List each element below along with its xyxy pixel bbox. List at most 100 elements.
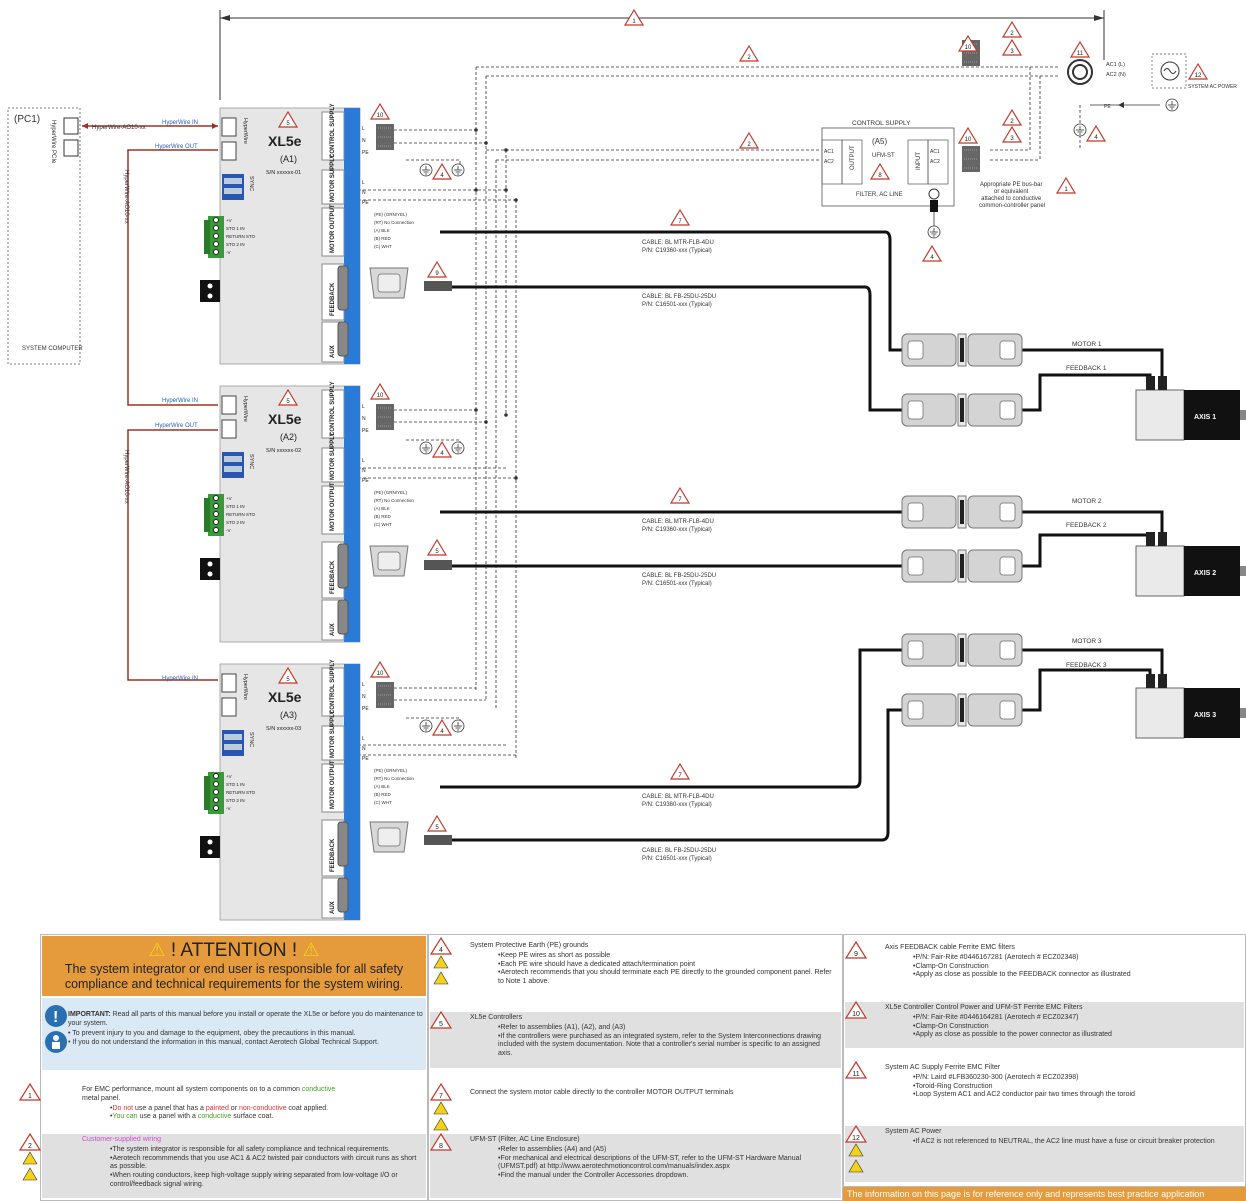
svg-text:P/N: C19360-xxx (Typical): P/N: C19360-xxx (Typical) [642, 802, 712, 808]
svg-text:AUX: AUX [330, 345, 336, 358]
svg-text:4: 4 [440, 173, 444, 179]
svg-text:SYNC: SYNC [248, 454, 254, 469]
svg-text:AC2: AC2 [824, 159, 834, 165]
svg-text:PE: PE [362, 150, 369, 156]
svg-text:10: 10 [377, 113, 384, 119]
warning-icon: 4 [1086, 125, 1106, 142]
svg-text:3: 3 [1010, 49, 1014, 55]
important-text: IMPORTANT: Read all parts of this manual… [68, 1011, 423, 1047]
warning-icon: 7 [670, 209, 690, 226]
svg-text:CABLE: BL MTR-FLB-4DU: CABLE: BL MTR-FLB-4DU [642, 240, 714, 246]
svg-text:L: L [362, 682, 365, 688]
svg-text:CABLE: BL FB-25DU-25DU: CABLE: BL FB-25DU-25DU [642, 573, 716, 579]
svg-text:P/N: C19360-xxx (Typical): P/N: C19360-xxx (Typical) [642, 527, 712, 533]
svg-text:PE: PE [1104, 104, 1111, 110]
svg-text:4: 4 [930, 255, 934, 261]
svg-text:2: 2 [747, 55, 751, 61]
svg-text:(A) BLK: (A) BLK [374, 506, 390, 511]
info-icon: ! [45, 1005, 67, 1053]
svg-text:FEEDBACK 3: FEEDBACK 3 [1066, 662, 1107, 669]
svg-text:(B) RED: (B) RED [374, 236, 392, 241]
svg-text:STO 1 IN: STO 1 IN [226, 504, 245, 509]
svg-text:AC1 (L): AC1 (L) [1106, 62, 1125, 68]
warning-icon: 3 [1002, 39, 1022, 56]
caution-icon [22, 1151, 38, 1165]
cable-labels: CABLE: BL MTR-FLB-4DU P/N: C19360-xxx (Ty… [642, 240, 716, 862]
svg-text:RETURN STO: RETURN STO [226, 790, 256, 795]
svg-text:10: 10 [965, 137, 972, 143]
warning-icon: 10 [370, 661, 390, 678]
svg-text:P/N: C16501-xxx (Typical): P/N: C16501-xxx (Typical) [642, 856, 712, 862]
svg-text:SYNC: SYNC [248, 732, 254, 747]
note-8: UFM-ST (Filter, AC Line Enclosure) Refer… [430, 1134, 841, 1198]
svg-text:AC2: AC2 [930, 159, 940, 165]
ufm-output: OUTPUT [850, 145, 856, 170]
svg-text:HyperWire: HyperWire [242, 396, 248, 422]
svg-text:4: 4 [440, 729, 444, 735]
system-computer-label: SYSTEM COMPUTER [22, 346, 83, 352]
ufm-id: (A5) [872, 137, 887, 146]
svg-text:10: 10 [965, 45, 972, 51]
svg-text:1: 1 [1064, 187, 1068, 193]
svg-text:12: 12 [1195, 73, 1202, 79]
svg-text:5: 5 [435, 549, 439, 555]
svg-text:(B) RED: (B) RED [374, 514, 392, 519]
svg-text:11: 11 [1077, 51, 1084, 57]
note-number-icon [18, 1132, 42, 1151]
svg-text:3: 3 [1010, 136, 1014, 142]
warning-icon: 10 [370, 383, 390, 400]
axis-names: AXIS 1 AXIS 2 AXIS 3 [1194, 414, 1216, 719]
svg-text:7: 7 [678, 219, 682, 225]
note-1: For EMC performance, mount all system co… [42, 1084, 426, 1130]
note-7: Connect the system motor cable directly … [470, 1089, 734, 1096]
svg-text:MOTOR 3: MOTOR 3 [1072, 638, 1102, 645]
hyperwire-pcie-label: HyperWire PCIe [50, 120, 56, 164]
svg-text:AC1: AC1 [930, 149, 940, 155]
svg-text:-V: -V [226, 806, 231, 811]
svg-text:AUX: AUX [330, 623, 336, 636]
attention-subtitle: The system integrator or end user is res… [64, 962, 404, 991]
svg-text:+V: +V [226, 496, 232, 501]
svg-text:N: N [362, 746, 366, 752]
svg-text:N: N [362, 468, 366, 474]
svg-text:5: 5 [286, 121, 290, 127]
svg-text:CABLE: BL MTR-FLB-4DU: CABLE: BL MTR-FLB-4DU [642, 519, 714, 525]
pe-busbar-note: Appropriate PE bus-bar or equivalent att… [979, 182, 1045, 209]
svg-text:(PE) (GRN/YEL): (PE) (GRN/YEL) [374, 212, 408, 217]
warning-icon: 5 [427, 815, 447, 832]
controller-model: XL5e [268, 411, 302, 427]
svg-text:(PE) (GRN/YEL): (PE) (GRN/YEL) [374, 768, 408, 773]
svg-text:10: 10 [377, 671, 384, 677]
svg-text:10: 10 [377, 393, 384, 399]
svg-text:L: L [362, 736, 365, 742]
warning-icon: 5 [427, 539, 447, 556]
controller-model: XL5e [268, 133, 302, 149]
ufm-control-supply-label: CONTROL SUPPLY [852, 120, 911, 127]
svg-text:5: 5 [286, 677, 290, 683]
controller-id: (A3) [280, 710, 297, 720]
svg-text:STO 2 IN: STO 2 IN [226, 520, 245, 525]
hyperwire-out-label-1: HyperWire OUT [155, 144, 198, 150]
svg-text:PE: PE [362, 200, 369, 206]
svg-text:N: N [362, 694, 366, 700]
svg-text:AC1: AC1 [824, 149, 834, 155]
note-11: System AC Supply Ferrite EMC Filter P/N:… [845, 1062, 1244, 1108]
svg-text:MOTOR SUPPLY: MOTOR SUPPLY [330, 433, 336, 480]
warning-icon: 4 [432, 163, 452, 180]
svg-text:(RT) No Connection: (RT) No Connection [374, 498, 414, 503]
svg-text:FEEDBACK 2: FEEDBACK 2 [1066, 522, 1107, 529]
warning-icon: 1 [624, 9, 644, 26]
svg-text:(A) BLK: (A) BLK [374, 228, 390, 233]
note-12: System AC Power If AC2 is not referenced… [845, 1126, 1244, 1182]
note-5: XL5e Controllers Refer to assemblies (A1… [430, 1012, 841, 1068]
svg-text:FEEDBACK: FEEDBACK [330, 282, 336, 316]
warning-icon: 9 [427, 261, 447, 278]
svg-text:PE: PE [362, 428, 369, 434]
svg-text:L: L [362, 458, 365, 464]
controller-id: (A1) [280, 154, 297, 164]
svg-text:L: L [362, 404, 365, 410]
warning-icon: 8 [870, 163, 890, 180]
